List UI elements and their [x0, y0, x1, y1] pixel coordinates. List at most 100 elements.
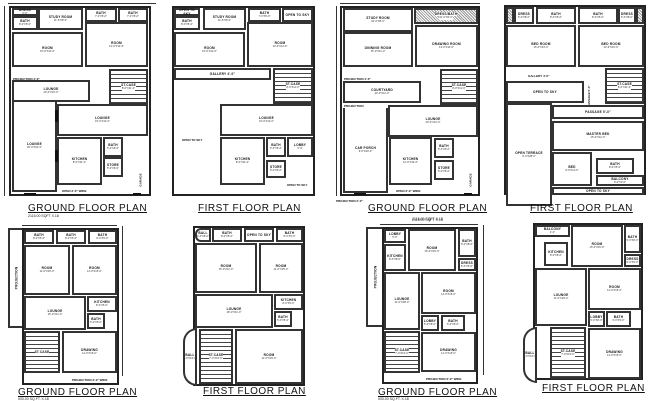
- open-label: OPEN 3'-0" WIDE: [396, 189, 421, 193]
- dimension-line-right: [483, 225, 484, 375]
- plan-title: GROUND FLOOR PLAN: [378, 387, 498, 398]
- open-to-sky-label: OPEN TO SKY: [182, 138, 203, 142]
- plan-subtitle: 2115.00 SQFT X.18: [28, 214, 59, 218]
- plan-title: GROUND FLOOR PLAN: [18, 387, 138, 398]
- plan-title: GROUND FLOOR PLAN: [28, 203, 148, 214]
- plan-title: FIRST FLOOR PLAN: [542, 383, 645, 394]
- door: [464, 193, 472, 195]
- room-open-to-sky: OPEN TO SKY: [282, 8, 313, 22]
- projection-label: PROJECTION 3'-0" WIDE: [72, 378, 108, 382]
- dimension-line-left: [4, 6, 5, 196]
- door: [354, 193, 366, 195]
- door: [133, 193, 141, 195]
- room-corner-hatch: [506, 7, 514, 24]
- projection-label: PROJECTION 4'-0": [13, 77, 40, 81]
- room-open-to-sky: OPEN TO SKY: [244, 228, 274, 242]
- projection-label: PROJECTION 2'-0": [336, 199, 363, 203]
- projection-label: PROJECTION 3'-0" WIDE: [426, 377, 462, 381]
- plan-subtitle: 000.00 SQ.FT. X.18: [18, 397, 49, 401]
- open-label: OPEN 3'-0" WIDE: [62, 189, 87, 193]
- room-corner-hatch: [636, 7, 644, 24]
- plan-subtitle: 000.00 SQ.FT. X.18: [378, 397, 409, 401]
- passage-label: PASSAGE 5'-0": [586, 85, 591, 107]
- room-open-to-sky: OPEN TO SKY: [552, 187, 644, 195]
- dimension-line-top: [380, 224, 478, 225]
- plan-subtitle: 2115.00 SQFT X.18: [412, 217, 443, 221]
- projection-label: PROJECTION 4'-0": [344, 77, 371, 81]
- projection-label: PROJECTION: [344, 104, 364, 108]
- plan-top-note: 2115.00 SQFT X.18: [412, 218, 443, 222]
